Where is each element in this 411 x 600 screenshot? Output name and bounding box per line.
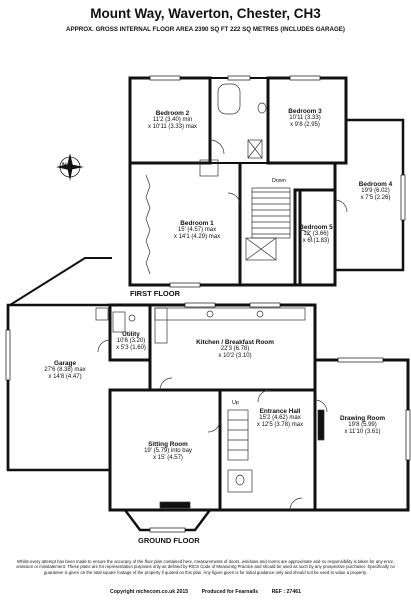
compass-north-letter: N [62, 162, 67, 169]
floor-area-subtitle: APPROX. GROSS INTERNAL FLOOR AREA 2390 S… [66, 26, 345, 33]
footer-reference: REF : 27461 [271, 589, 301, 595]
footer: Copyright nichecom.co.uk 2015 Produced f… [0, 589, 411, 595]
room-label-bedroom-3: Bedroom 3 10'11 (3.33) x 9'8 (2.95) [288, 108, 322, 128]
room-label-entrance-hall: Entrance Hall 15'2 (4.62) max x 12'5 (3.… [256, 408, 304, 428]
room-label-bedroom-5: Bedroom 5 12' (3.66) x 6' (1.83) [299, 224, 333, 244]
page-title: Mount Way, Waverton, Chester, CH3 [90, 6, 321, 21]
room-label-bedroom-2: Bedroom 2 11'2 (3.40) min x 10'11 (3.33)… [147, 110, 198, 130]
room-label-utility: Utility 10'6 (3.20) x 5'3 (1.60) [116, 331, 146, 351]
disclaimer-text: Whilst every attempt has been made to en… [16, 559, 395, 575]
first-floor-fixtures [145, 83, 348, 275]
stairs-up-label: Up [232, 400, 239, 406]
footer-copyright: Copyright nichecom.co.uk 2015 [110, 589, 189, 595]
first-floor-windows [149, 75, 406, 288]
first-floor-label: FIRST FLOOR [130, 289, 180, 298]
stairs-down-label: Down [272, 178, 286, 184]
room-label-drawing-room: Drawing Room 19'8 (5.99) x 11'10 (3.61) [339, 415, 386, 435]
footer-produced-for: Produced for Fearnalls [201, 589, 259, 595]
ground-floor-fixtures [95, 307, 328, 511]
garage-walls [6, 303, 110, 472]
sitting-room-bay [124, 509, 211, 532]
room-label-bedroom-4: Bedroom 4 19'9 (6.02) x 7'5 (2.26) [358, 181, 393, 201]
room-label-bedroom-1: Bedroom 1 15' (4.57) max x 14'1 (4.29) m… [173, 220, 221, 240]
compass-icon [56, 153, 84, 181]
ground-floor-label: GROUND FLOOR [138, 536, 200, 545]
garage-angled-outline [9, 257, 112, 306]
room-label-kitchen-breakfast: Kitchen / Breakfast Room 22'3 (6.78) x 1… [196, 339, 274, 359]
ground-floor-windows [5, 302, 411, 533]
room-label-garage: Garage 27'6 (8.38) max x 14'8 (4.47) [44, 360, 86, 380]
room-label-sitting-room: Sitting Room 19' (5.79) into bay x 15' (… [144, 441, 192, 461]
